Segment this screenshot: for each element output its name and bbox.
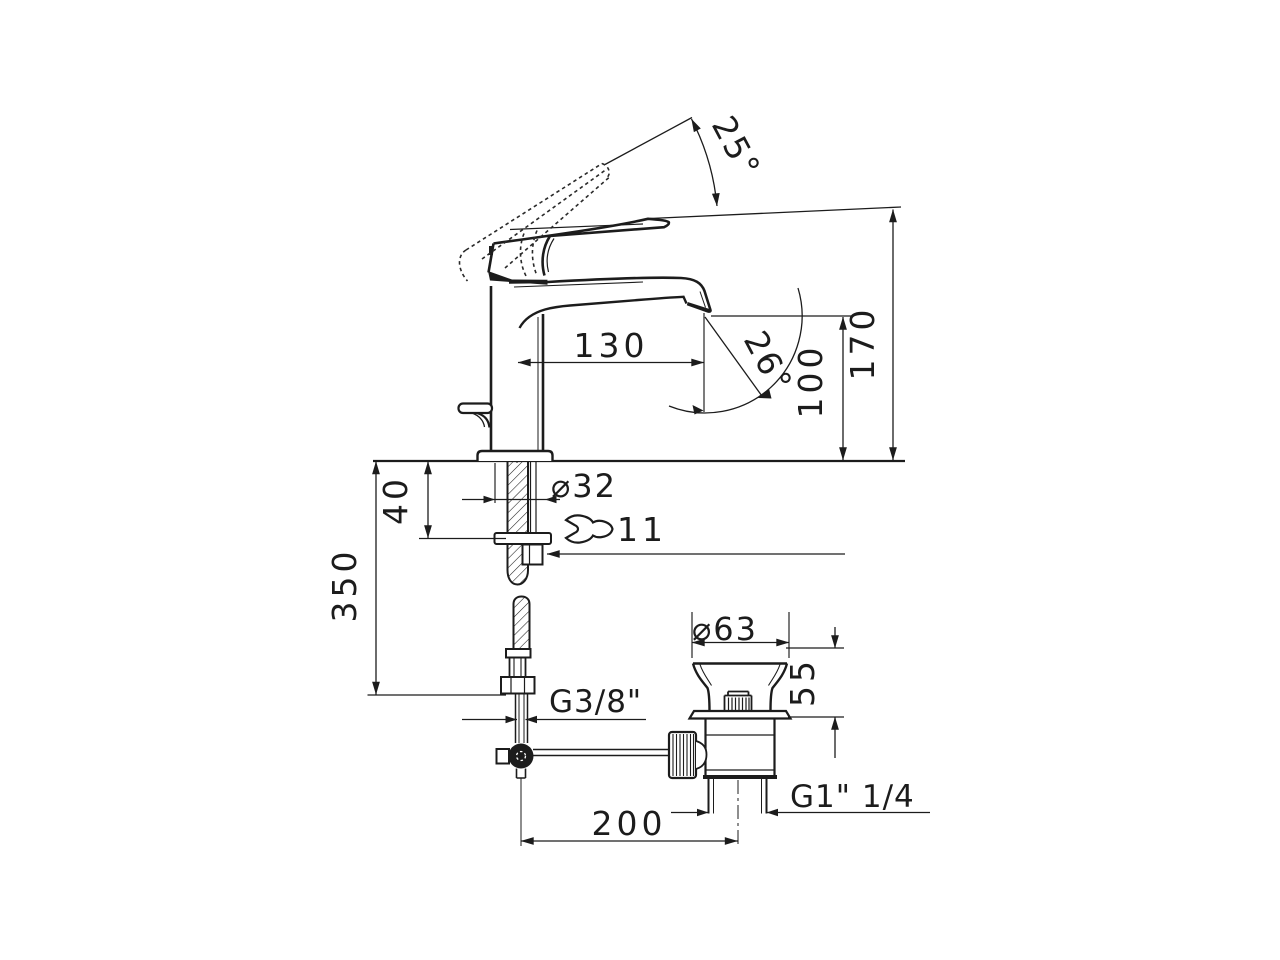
dim-label-waste-cap-diameter: ⌀63 xyxy=(692,610,758,648)
nut-connector xyxy=(695,740,708,770)
supply-hose xyxy=(500,595,536,743)
threaded-shank-outline xyxy=(506,461,529,533)
height-ref-line xyxy=(649,206,902,220)
outlet-angle-leg xyxy=(704,316,764,398)
supply-nipple-outline xyxy=(514,693,529,743)
arrow-26-left xyxy=(692,405,704,415)
dim-label-shank-hole-diameter: ⌀32 xyxy=(551,467,617,505)
handle-inner-lines xyxy=(509,223,644,273)
ball-joint xyxy=(508,743,534,769)
waste-assembly xyxy=(667,662,793,814)
plug-left-side xyxy=(691,663,711,712)
arrow-32-left xyxy=(483,495,495,504)
ghost-mid-edge xyxy=(481,169,606,260)
lift-rod-upper xyxy=(529,461,537,533)
spout-underside xyxy=(518,295,688,329)
plug-right-side xyxy=(769,663,789,712)
stopper-knob-ridges xyxy=(727,697,750,710)
handle-ghost-raised xyxy=(458,162,611,282)
waste-body-sides xyxy=(704,718,776,777)
hose-hex-nut xyxy=(500,676,536,695)
arrow-26-right xyxy=(758,388,772,399)
plug-inner-curves xyxy=(699,664,781,686)
mounting-hex-nut xyxy=(521,543,544,566)
ghost-base-curve-a xyxy=(519,233,527,277)
faucet-body xyxy=(457,276,712,461)
arrow-g38-right xyxy=(525,715,537,724)
mounting-shank xyxy=(493,461,552,586)
dim-label-rod-reach: 200 xyxy=(592,804,667,843)
ball-joint-center xyxy=(515,750,527,762)
tailpiece-thread-lines xyxy=(713,776,762,814)
aerator-face xyxy=(687,302,711,313)
waste-flange xyxy=(687,709,793,720)
waste-body-lines xyxy=(705,734,775,771)
wrench-icon xyxy=(564,514,614,544)
arrow-g114-left xyxy=(697,808,709,817)
supply-nipple-inner xyxy=(518,693,525,743)
handle-fill xyxy=(488,218,669,276)
dim-arc-25 xyxy=(690,118,720,207)
waste-dia-ext xyxy=(691,612,790,658)
dim-label-mount-depth: 40 xyxy=(376,475,415,525)
hose-body-hatched xyxy=(512,595,531,650)
pop-up-knob-hook xyxy=(476,411,491,428)
rod-stub xyxy=(515,768,527,779)
horizontal-rod xyxy=(533,748,670,757)
ghost-top-edge xyxy=(465,162,603,251)
outlet-stream-arc xyxy=(668,287,803,414)
hose-tube-inner xyxy=(513,657,522,677)
spout-tip-inner xyxy=(699,291,706,308)
dim-label-spout-reach: 130 xyxy=(574,326,649,365)
base-flange xyxy=(476,449,554,461)
dim-label-wrench-size: 11 xyxy=(617,510,667,549)
dimension-lines xyxy=(372,118,897,845)
arrow-g38-left xyxy=(505,715,517,724)
ghost-bottom-edge xyxy=(504,176,610,269)
dim-label-outlet-height: 100 xyxy=(791,344,830,419)
handle xyxy=(487,217,671,285)
threaded-shank-hatch xyxy=(507,461,528,533)
handle-outline xyxy=(493,217,671,276)
hose-hex-facets xyxy=(510,677,526,694)
extension-lines xyxy=(367,116,930,814)
dim-label-supply-thread: G3/8" xyxy=(549,684,642,720)
dimension-labels: 25° 170 100 130 26° ⌀32 11 40 350 G3/8" … xyxy=(325,109,915,843)
spout-top-outline xyxy=(508,276,712,313)
ball-joint-cap xyxy=(495,748,510,765)
handle-base-shadow xyxy=(488,271,548,285)
spout-top-inner-line xyxy=(513,281,644,288)
pop-up-knob-hook-inner xyxy=(471,412,486,428)
pop-up-knob xyxy=(457,402,494,415)
dim-label-hose-drop: 350 xyxy=(325,548,364,623)
handle-base-notch xyxy=(489,246,493,255)
ghost-base-left xyxy=(458,249,469,282)
arrow-g114-right xyxy=(766,808,778,817)
tailpiece-outline xyxy=(707,776,768,814)
dim-label-waste-thread: G1" 1/4 xyxy=(790,779,915,815)
handle-raised-ref-line xyxy=(604,116,693,166)
dim-label-handle-angle: 25° xyxy=(704,109,769,184)
pop-up-rod-linkage xyxy=(495,743,670,779)
plug-fill xyxy=(693,663,787,712)
dim-label-height-total: 170 xyxy=(843,306,882,381)
stopper-knob xyxy=(723,690,753,712)
hose-collar xyxy=(505,648,532,659)
arrow-32-right xyxy=(545,495,557,504)
hose-tube-outline xyxy=(508,657,527,677)
knurled-nut-ridges xyxy=(672,734,695,776)
dim-label-waste-cap-height: 55 xyxy=(783,657,822,707)
ghost-base-curve-b xyxy=(531,230,538,275)
